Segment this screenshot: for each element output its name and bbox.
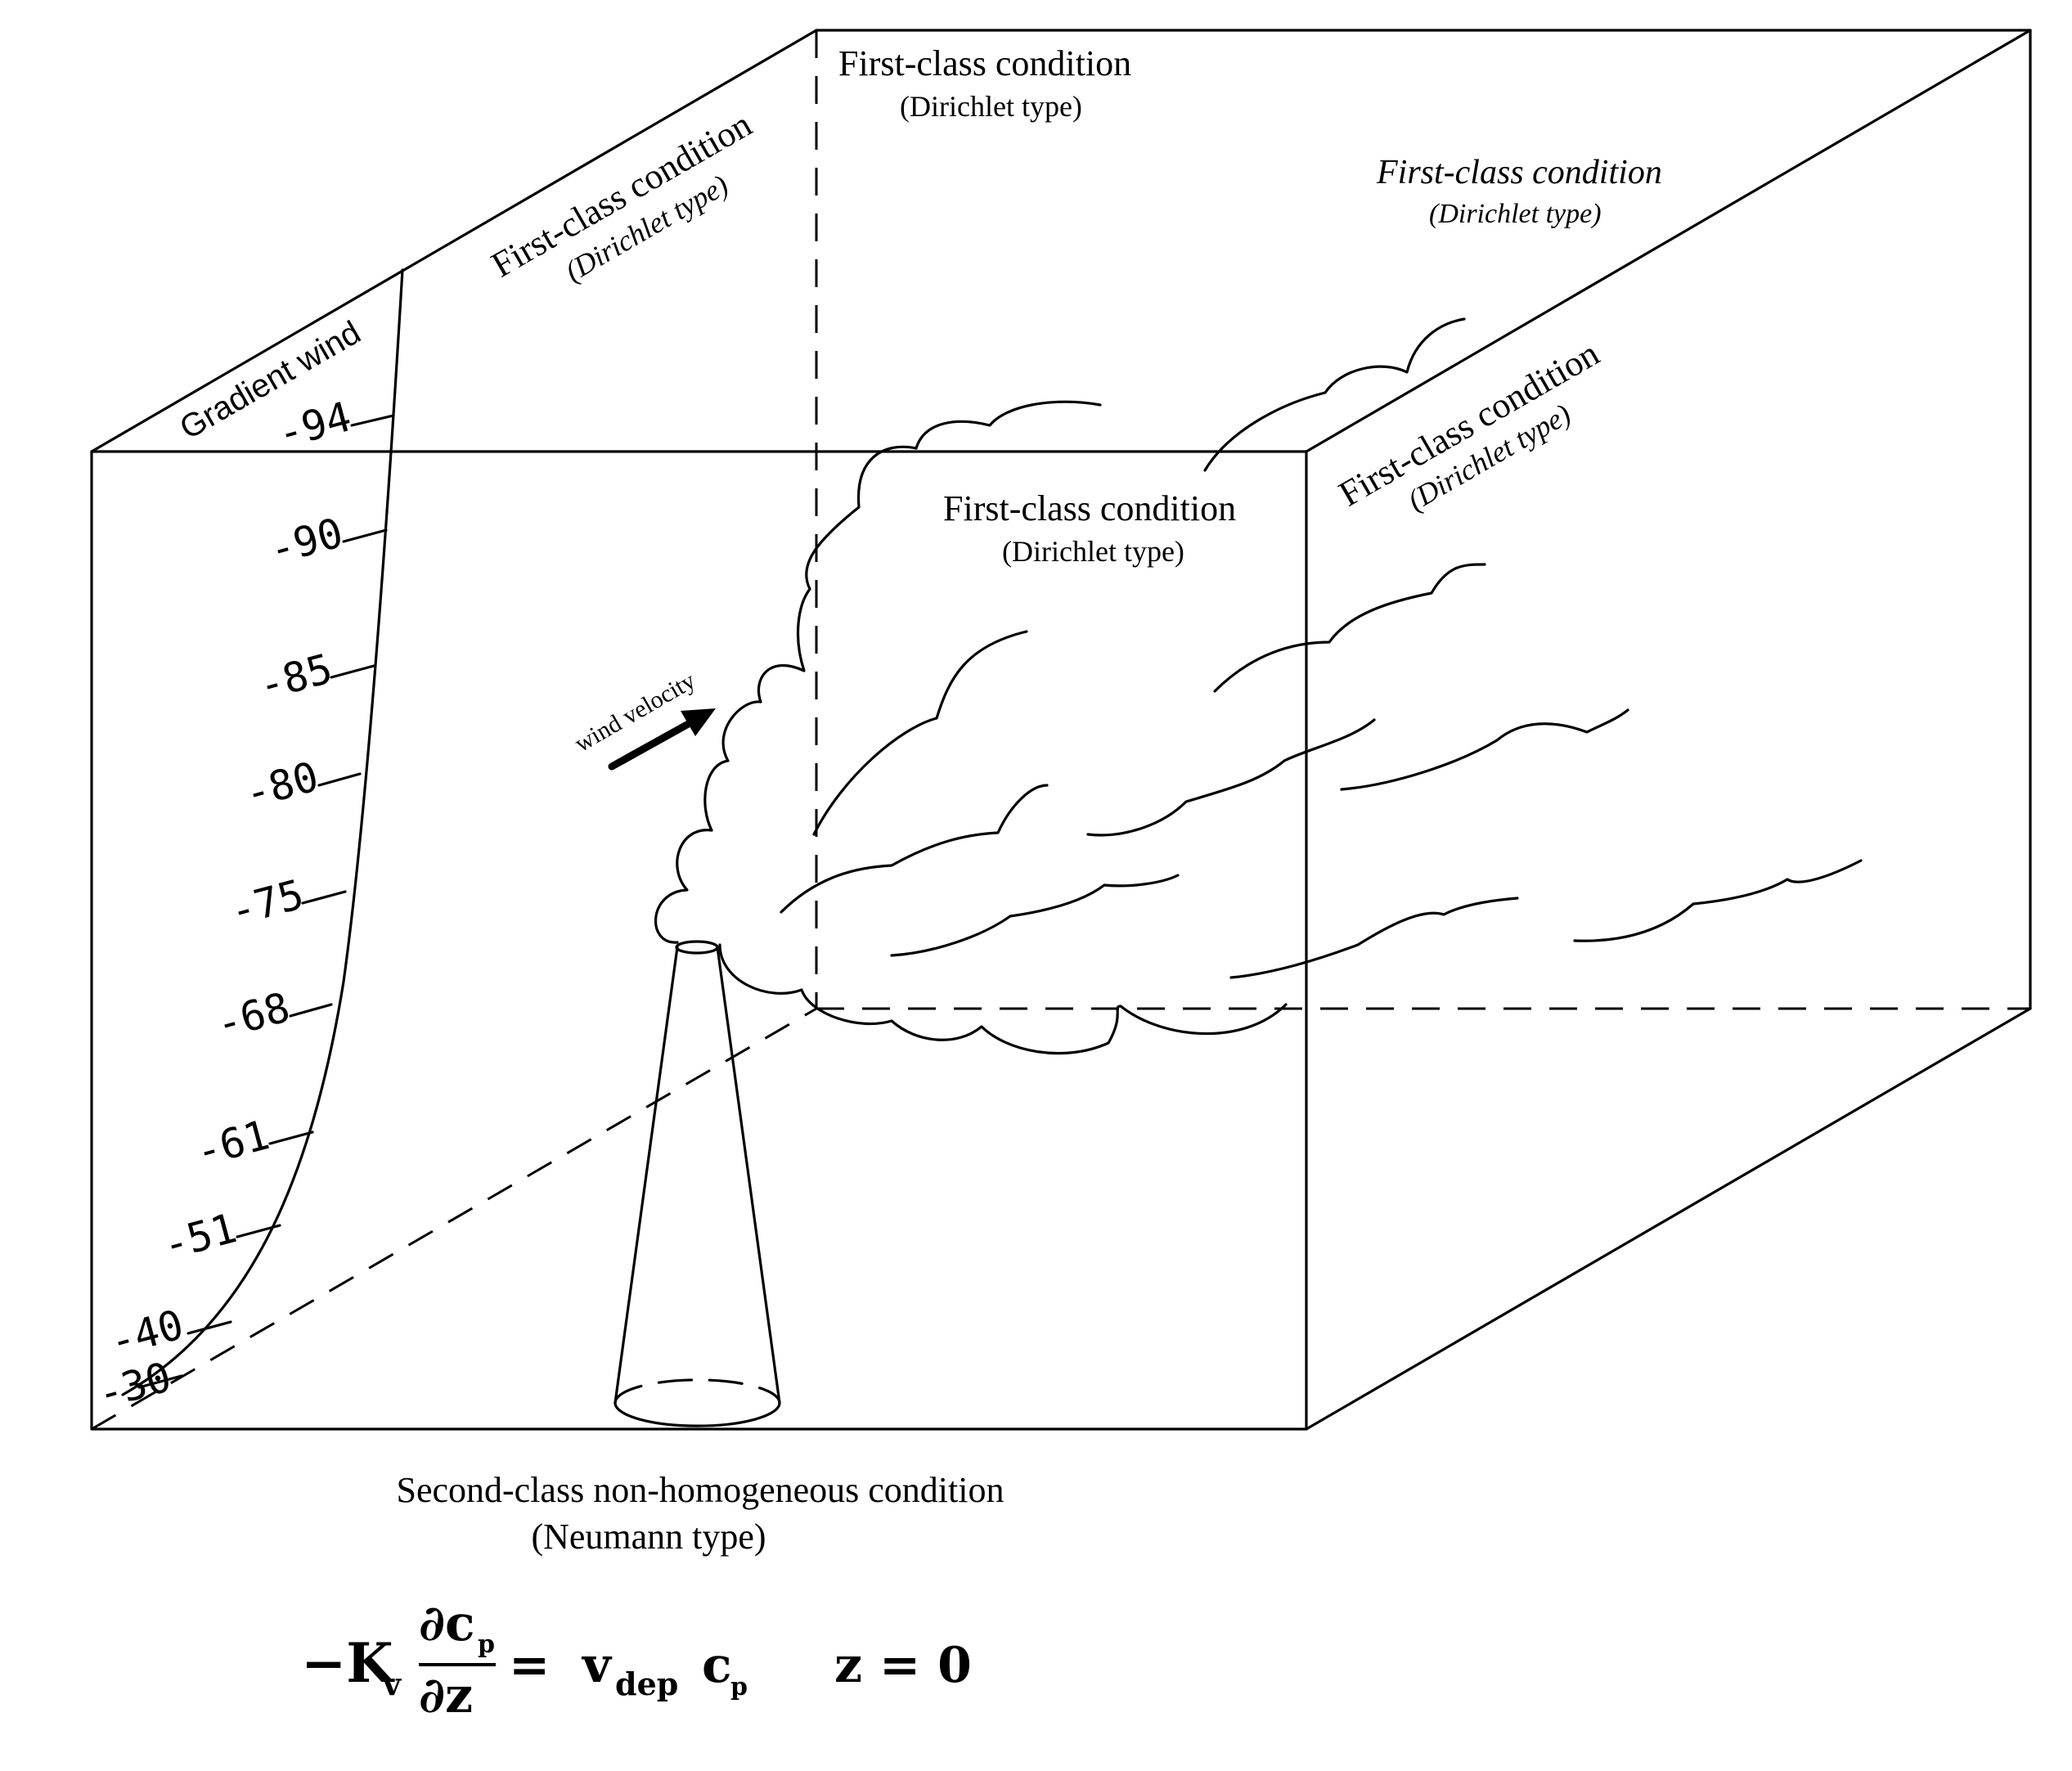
condition-title: First-class condition bbox=[943, 488, 1236, 528]
plume-streak-5 bbox=[1213, 563, 1486, 693]
tick-mark bbox=[137, 1374, 183, 1389]
eq-c: c bbox=[702, 1637, 732, 1694]
chimney-base-back bbox=[614, 1378, 781, 1405]
wind-profile: -94 -90 -85 -80 -75 -68 -61 -51 -40 -30 … bbox=[92, 268, 404, 1418]
front-face bbox=[90, 450, 1308, 1431]
condition-title: Second-class non-homogeneous condition bbox=[397, 1470, 1005, 1510]
arrow-shaft bbox=[608, 718, 695, 771]
condition-subtitle: (Dirichlet type) bbox=[1002, 535, 1184, 568]
tick-label: -80 bbox=[240, 753, 323, 817]
boundary-equation: −K v ∂c p ∂z = v dep c p z = 0 bbox=[301, 1595, 972, 1724]
plume-top-back bbox=[1203, 317, 1466, 472]
top-right-condition: First-class condition (Dirichlet type) bbox=[1376, 154, 1662, 229]
tick-label: -68 bbox=[211, 983, 294, 1048]
tick-label: -94 bbox=[272, 393, 356, 457]
eq-z-equals-zero: z = 0 bbox=[834, 1637, 972, 1694]
condition-title: First-class condition bbox=[1376, 154, 1662, 191]
plume-streak-2 bbox=[780, 784, 1049, 914]
chimney-left-side bbox=[614, 946, 679, 1405]
plume-streak-3 bbox=[890, 874, 1180, 957]
plume-streak-6 bbox=[1340, 708, 1629, 791]
tick-mark bbox=[236, 1224, 281, 1238]
eq-numerator-subscript: p bbox=[478, 1630, 495, 1659]
eq-v-subscript: dep bbox=[615, 1665, 678, 1702]
tick-mark bbox=[342, 528, 388, 543]
top-left-edge bbox=[90, 29, 818, 453]
tick-mark bbox=[330, 664, 375, 679]
eq-equals: = bbox=[509, 1637, 550, 1694]
top-back-condition: First-class condition (Dirichlet type) bbox=[838, 43, 1131, 123]
tick-mark bbox=[289, 1003, 333, 1018]
tick-mark bbox=[350, 414, 395, 427]
tick-label: -30 bbox=[92, 1353, 176, 1418]
chimney-top bbox=[675, 940, 719, 955]
plume-streak-4 bbox=[1086, 718, 1376, 837]
tick-label: -75 bbox=[225, 870, 308, 935]
tick-mark bbox=[268, 1130, 314, 1145]
tick-mark bbox=[187, 1320, 232, 1335]
hidden-left-bottom-edge bbox=[91, 1007, 817, 1431]
eq-denominator: ∂z bbox=[419, 1667, 473, 1724]
eq-k-subscript: v bbox=[382, 1665, 402, 1702]
bottom-condition: Second-class non-homogeneous condition (… bbox=[397, 1470, 1005, 1557]
plume-outline bbox=[654, 400, 1102, 944]
domain-box bbox=[90, 29, 2032, 1431]
chimney-right-side bbox=[716, 946, 781, 1405]
plume-lower-edge bbox=[718, 943, 1288, 1055]
tick-mark bbox=[317, 772, 362, 787]
condition-title: First-class condition bbox=[838, 43, 1131, 83]
wind-velocity-arrow: wind velocity bbox=[570, 667, 716, 771]
profile-tick-labels: -94 -90 -85 -80 -75 -68 -61 -51 -40 -30 bbox=[92, 393, 356, 1418]
wind-velocity-label: wind velocity bbox=[570, 667, 700, 757]
eq-c-subscript: p bbox=[730, 1673, 748, 1701]
tick-mark bbox=[301, 890, 347, 905]
condition-subtitle: (Dirichlet type) bbox=[1429, 199, 1602, 229]
smoke-plume bbox=[654, 317, 1863, 1055]
plume-streak-1 bbox=[812, 630, 1028, 836]
condition-subtitle: (Neumann type) bbox=[531, 1517, 766, 1557]
plume-streak-8 bbox=[1573, 859, 1863, 942]
tick-label: -51 bbox=[158, 1204, 241, 1269]
tick-label: -85 bbox=[254, 645, 337, 709]
eq-numerator: ∂c bbox=[419, 1595, 475, 1652]
bottom-right-edge bbox=[1305, 1007, 2032, 1431]
plume-streak-7 bbox=[1229, 897, 1519, 979]
top-right-edge bbox=[1305, 29, 2032, 453]
wind-profile-curve bbox=[121, 268, 404, 1396]
chimney bbox=[614, 940, 781, 1427]
eq-v: v bbox=[581, 1637, 613, 1694]
chimney-base-front bbox=[614, 1401, 781, 1427]
tick-label: -61 bbox=[191, 1111, 274, 1175]
condition-subtitle: (Dirichlet type) bbox=[900, 90, 1082, 123]
arrow-head bbox=[681, 708, 716, 736]
right-face-condition: First-class condition (Dirichlet type) bbox=[1333, 333, 1607, 517]
eq-minus-k: −K bbox=[301, 1631, 395, 1695]
front-face-condition: First-class condition (Dirichlet type) bbox=[943, 488, 1236, 568]
top-left-condition: First-class condition (Dirichlet type) bbox=[485, 104, 759, 288]
tick-label: -90 bbox=[264, 509, 348, 573]
profile-ticks bbox=[137, 414, 395, 1389]
